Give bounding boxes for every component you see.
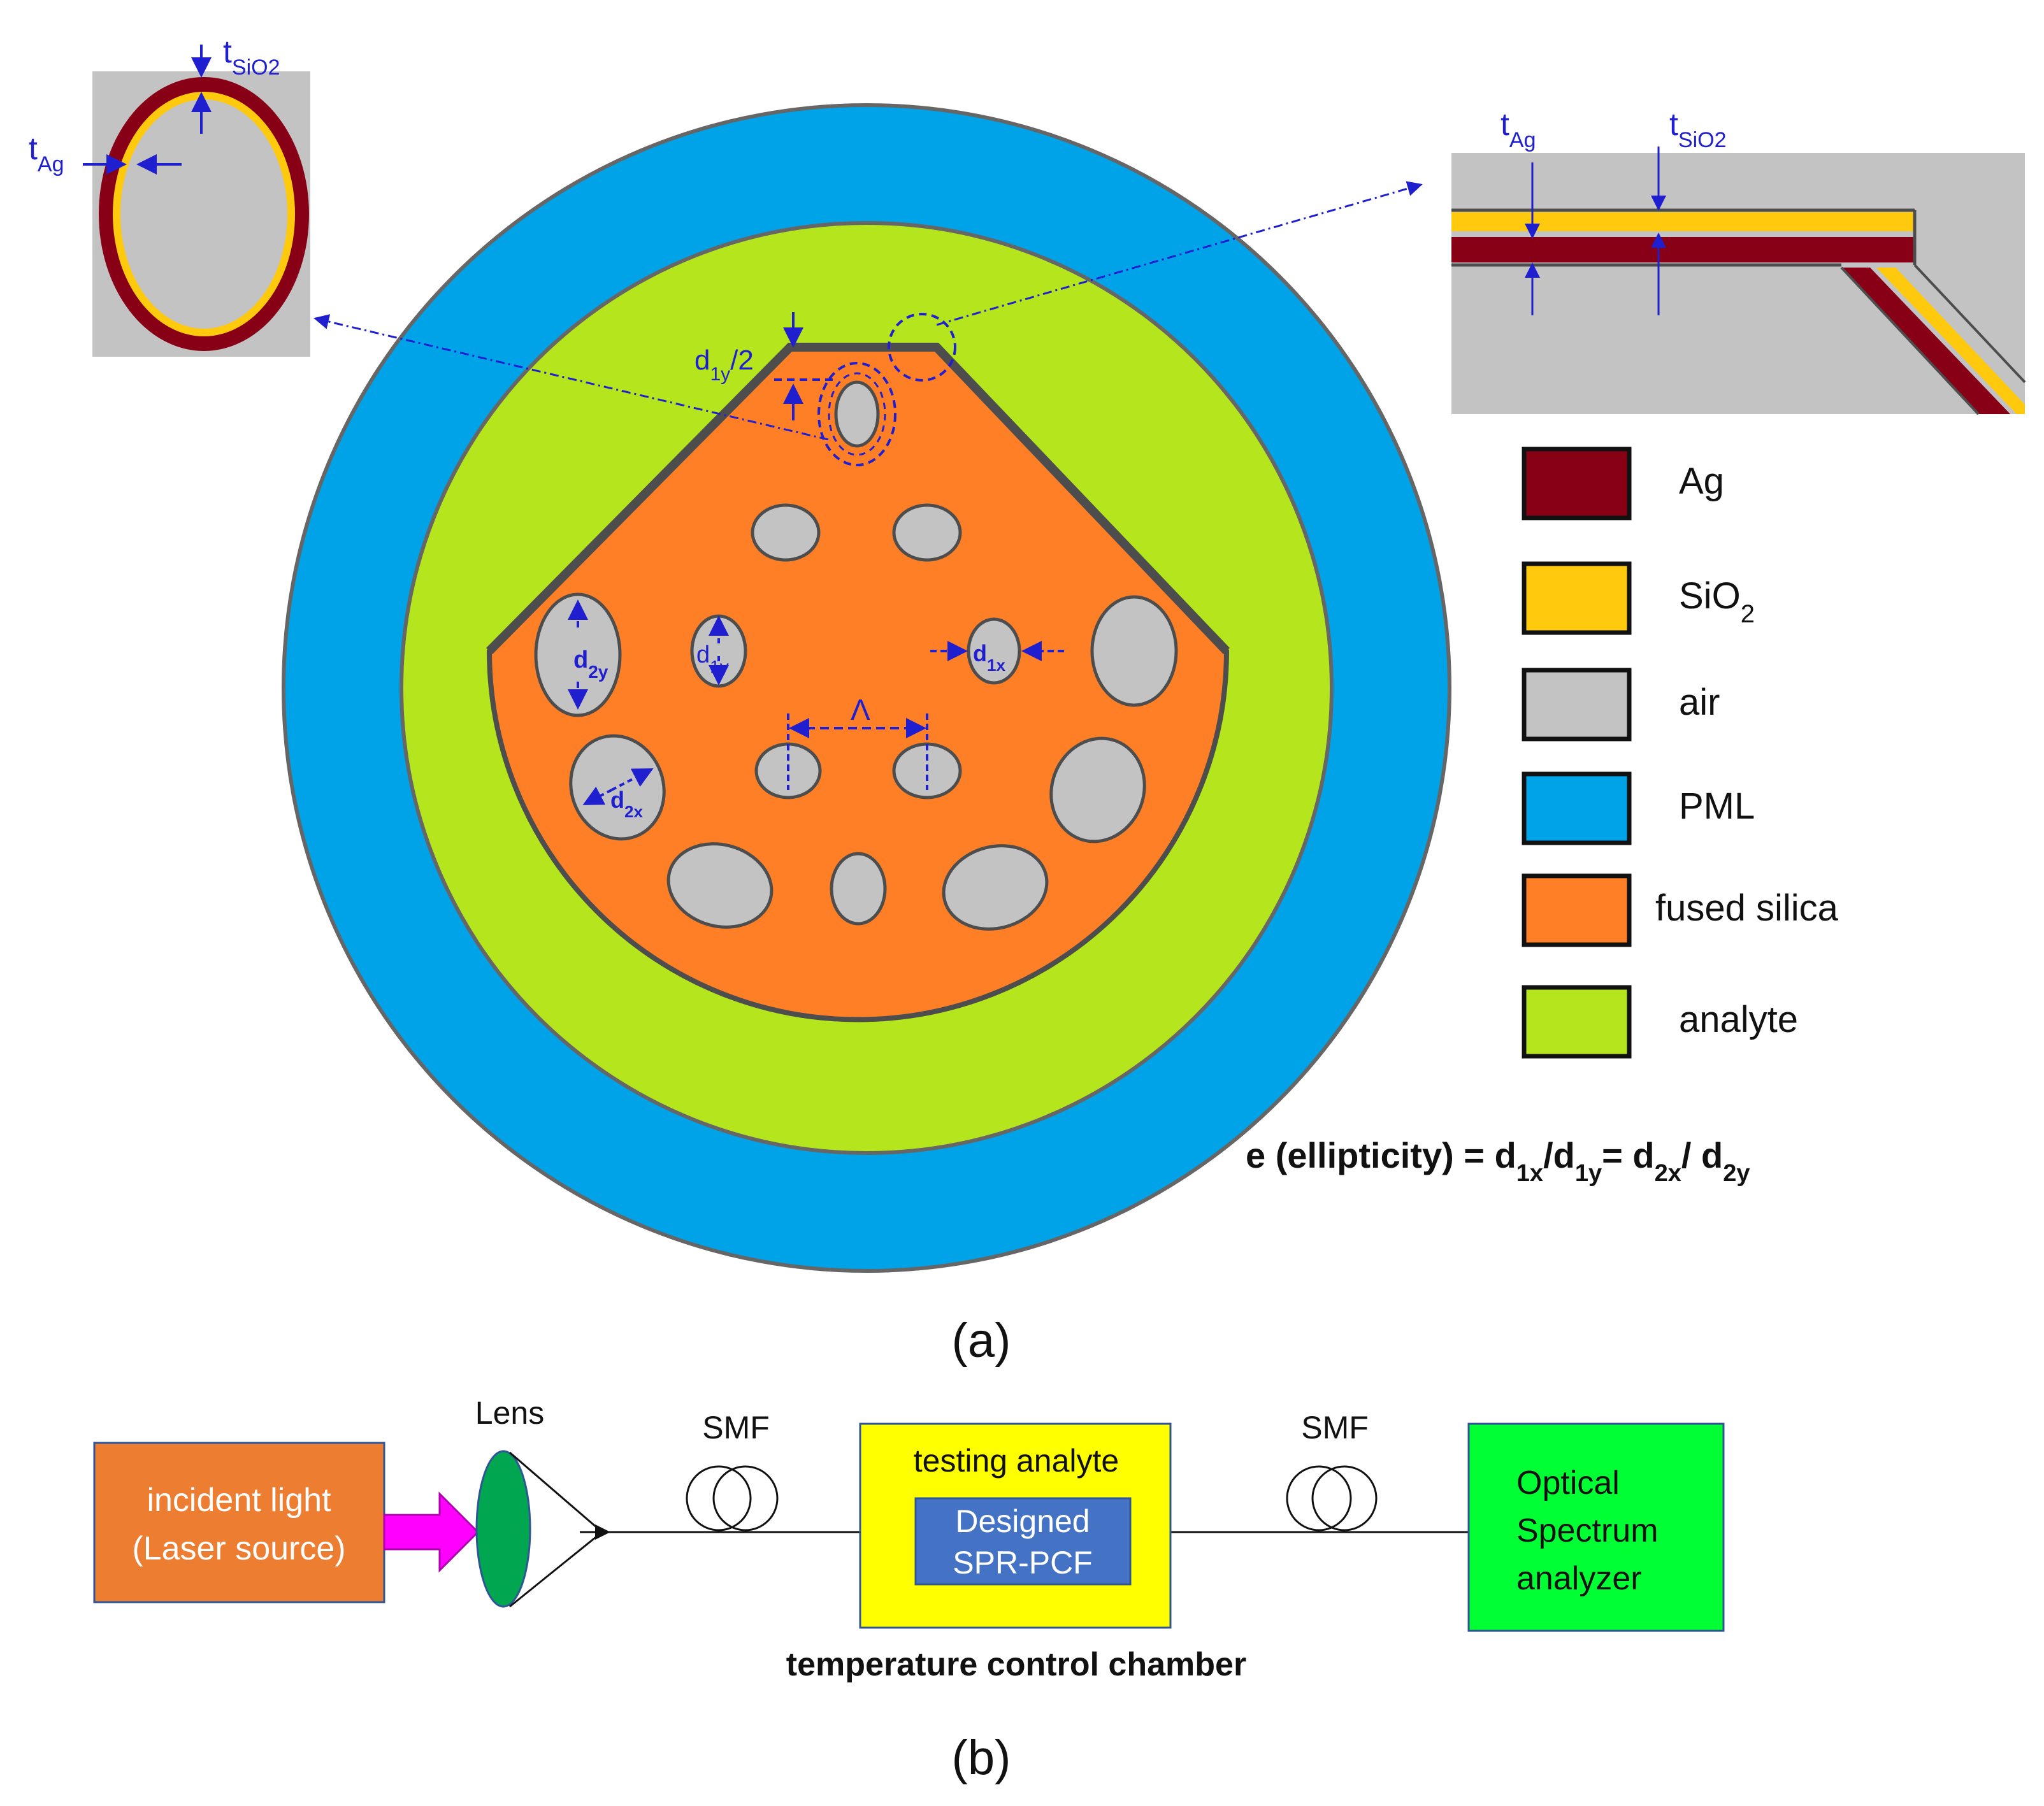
dim-label-lambda: Λ: [851, 693, 870, 726]
legend-swatch-sio2: [1522, 561, 1632, 635]
air-hole: [666, 842, 774, 929]
legend-label-ag: Ag: [1679, 461, 1724, 502]
inset-background: [1451, 153, 2025, 414]
sio2-diagonal: [1876, 268, 2025, 414]
legend-label-pml: PML: [1679, 785, 1755, 827]
dimension-marks: [568, 312, 1064, 805]
caption-a: (a): [952, 1314, 1011, 1368]
air-hole: [534, 592, 622, 717]
pcf-label-line2: SPR-PCF: [953, 1545, 1092, 1580]
osa-label-line1: Optical: [1516, 1465, 1620, 1501]
label-t-sio2-left: tSiO2: [223, 34, 280, 80]
ag-diagonal: [1841, 268, 2010, 414]
air-core: [120, 99, 287, 329]
legend-label-analyte: analyte: [1679, 999, 1798, 1040]
legend-swatch-air: [1522, 668, 1632, 742]
dim-label-d1y-half: d1y/2: [695, 345, 754, 385]
ag-sio2-coating: [486, 343, 1230, 654]
osa-label-line3: analyzer: [1516, 1560, 1642, 1597]
label-t-sio2-right: tSiO2: [1669, 106, 1727, 152]
inset-coated-hole: tSiO2 tAg: [29, 34, 310, 357]
air-hole: [1049, 736, 1146, 843]
ellipticity-formula: e (ellipticity) = d1x/d1y= d2x/ d2y: [1246, 1135, 1750, 1187]
air-hole-top: [834, 380, 880, 448]
fiber-cross-section: d1y/2 d2y d1y d1x d2x Λ: [282, 103, 1451, 1273]
lens-icon: [475, 1450, 531, 1608]
air-hole: [942, 844, 1049, 931]
dim-label-d1y: d1y: [696, 641, 729, 677]
air-hole: [751, 503, 821, 562]
chamber-top-label: testing analyte: [914, 1443, 1119, 1479]
lens-label: Lens: [475, 1395, 544, 1431]
air-hole: [892, 503, 962, 562]
air-hole: [967, 617, 1021, 685]
label-t-ag-right: tAg: [1501, 106, 1536, 152]
air-hole: [830, 852, 887, 926]
fused-silica-core: [486, 345, 1230, 1022]
zoom-marker-hole: [828, 372, 886, 456]
osa-label-line2: Spectrum: [1516, 1512, 1659, 1549]
legend-label-fused-silica: fused silica: [1655, 887, 1839, 929]
legend-label-sio2: SiO2: [1679, 575, 1755, 628]
label-t-ag-left: tAg: [29, 131, 64, 176]
laser-source-box: [93, 1442, 385, 1603]
leader-line-left: [313, 314, 829, 441]
inset-coating-layers: tAg tSiO2: [1451, 106, 2026, 415]
dim-label-d2y: d2y: [573, 647, 608, 682]
leader-line-right: [936, 181, 1423, 326]
smf-label-1: SMF: [702, 1410, 770, 1445]
legend-swatch-fused-silica: [1522, 873, 1632, 947]
legend-swatch-analyte: [1522, 985, 1632, 1059]
ag-strip: [1451, 237, 1913, 262]
chamber-caption: temperature control chamber: [786, 1646, 1246, 1683]
smf-coil-2: [1286, 1465, 1378, 1531]
caption-b: (b): [952, 1731, 1011, 1785]
smf-label-2: SMF: [1301, 1410, 1369, 1445]
dim-label-d1x: d1x: [973, 640, 1005, 675]
pcf-label-line1: Designed: [955, 1503, 1090, 1539]
air-holes: [534, 380, 1178, 931]
laser-label-line2: (Laser source): [132, 1530, 345, 1567]
spr-pcf-box: [914, 1497, 1132, 1586]
sio2-strip: [1451, 212, 1913, 231]
zoom-marker-hole: [817, 362, 896, 466]
air-hole: [569, 734, 666, 841]
laser-beam-arrow: [383, 1491, 480, 1573]
dim-label-d2x: d2x: [610, 787, 643, 821]
smf-coil-1: [686, 1465, 779, 1531]
zoom-marker-coating: [888, 313, 956, 382]
air-hole: [1090, 595, 1178, 707]
optical-spectrum-analyzer-box: [1467, 1423, 1725, 1632]
legend-label-air: air: [1679, 682, 1720, 723]
experimental-setup: incident light (Laser source) Lens SMF t…: [93, 1395, 1725, 1683]
legend-swatch-pml: [1522, 771, 1632, 845]
legend-swatch-ag: [1522, 447, 1632, 520]
laser-label-line1: incident light: [147, 1482, 331, 1519]
